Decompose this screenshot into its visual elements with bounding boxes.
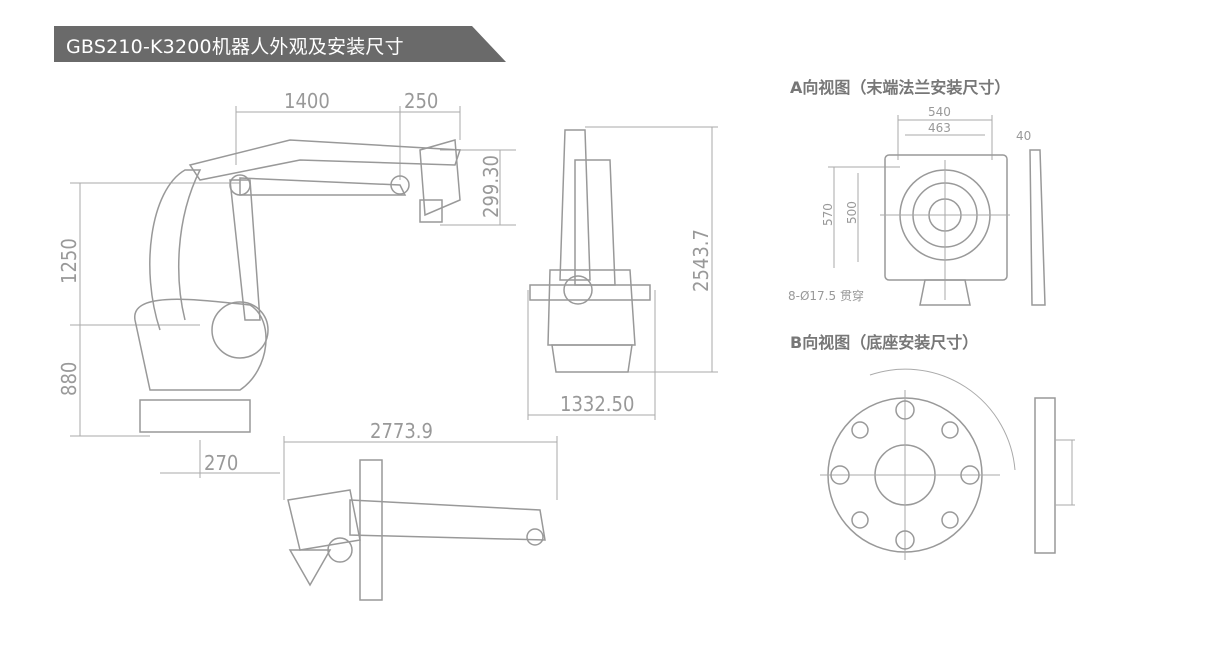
dim-270: 270 bbox=[204, 451, 238, 475]
dim-500: 500 bbox=[845, 201, 859, 224]
view-b-title: B向视图（底座安装尺寸） bbox=[790, 333, 978, 352]
dim-570: 570 bbox=[821, 203, 835, 226]
dim-1332-50: 1332.50 bbox=[560, 392, 634, 416]
dim-463: 463 bbox=[928, 121, 951, 135]
dim-540: 540 bbox=[928, 105, 951, 119]
section-title-banner: GBS210-K3200机器人外观及安装尺寸 bbox=[54, 26, 506, 62]
top-view: 2773.9 bbox=[283, 419, 558, 601]
dim-40: 40 bbox=[1016, 129, 1031, 143]
dim-250: 250 bbox=[404, 89, 438, 113]
view-a: A向视图（末端法兰安装尺寸） 540 463 40 570 500 8-Ø17.… bbox=[788, 78, 1046, 306]
view-a-title: A向视图（末端法兰安装尺寸） bbox=[790, 78, 1010, 97]
section-title: GBS210-K3200机器人外观及安装尺寸 bbox=[66, 36, 404, 58]
dim-299-30: 299.30 bbox=[479, 155, 503, 218]
dim-1250: 1250 bbox=[57, 238, 81, 284]
front-view: 2543.7 1332.50 bbox=[527, 126, 718, 420]
view-b: B向视图（底座安装尺寸） bbox=[790, 333, 1075, 560]
side-view: 1400 250 299.30 1250 880 270 bbox=[57, 89, 516, 478]
dim-880: 880 bbox=[57, 362, 81, 396]
dim-holes: 8-Ø17.5 贯穿 bbox=[788, 288, 864, 303]
dim-2773-9: 2773.9 bbox=[370, 419, 433, 443]
dim-1400: 1400 bbox=[284, 89, 330, 113]
dim-2543-7: 2543.7 bbox=[689, 229, 713, 292]
